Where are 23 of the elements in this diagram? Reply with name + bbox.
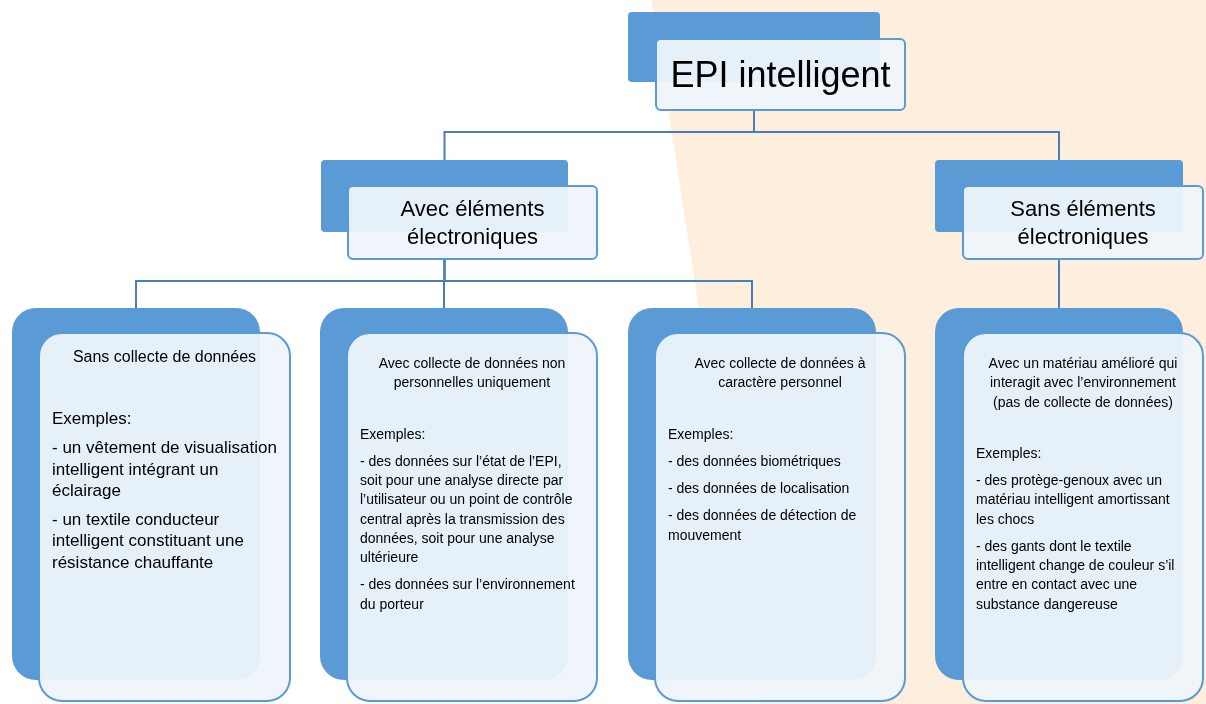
node-text: - des données de localisation — [668, 479, 851, 498]
connector-line — [753, 110, 1060, 161]
node-title: Sans collecte de données — [71, 347, 258, 367]
node-text: - des gants dont le textile intelligent change de couleur s’il entre en contact avec une substance dangereuse — [976, 536, 1176, 614]
node-title: EPI intelligent — [670, 53, 891, 97]
node-title: Sans éléments électroniques — [1009, 195, 1157, 250]
node-text: Exemples: — [360, 424, 427, 444]
node-text: - des données de détection de mouvement — [668, 506, 858, 545]
node-text: Exemples: — [668, 424, 735, 444]
connector-line — [1058, 259, 1060, 309]
node-text: - un vêtement de visualisation intelligent intégrant un éclairage — [52, 437, 277, 501]
node-text: - un textile conducteur intelligent constituant une résistance chauffante — [52, 509, 245, 573]
connector-line — [443, 259, 753, 309]
node-text: - des données sur l’état de l’EPI, soit pour une analyse directe par l’utilisateur ou un point de contrôle central après la transmission des données, soit pour une analyse ultérieure — [360, 451, 574, 567]
node-text: Exemples: — [976, 443, 1043, 463]
node-text: Exemples: — [52, 408, 133, 430]
node-text: - des protège-genoux avec un matériau intelligent amortissant les chocs — [976, 471, 1171, 529]
node-title: Avec collecte de données non personnelles uniquement — [377, 354, 567, 393]
node-title: Avec un matériau amélioré qui interagit avec l’environnement (pas de collecte de données) — [987, 354, 1179, 412]
node-text: - des données biométriques — [668, 451, 842, 471]
node-title: Avec éléments électroniques — [399, 195, 546, 250]
node-title: Avec collecte de données à caractère personnel — [693, 354, 867, 393]
node-text: - des données sur l’environnement du porteur — [360, 575, 576, 614]
